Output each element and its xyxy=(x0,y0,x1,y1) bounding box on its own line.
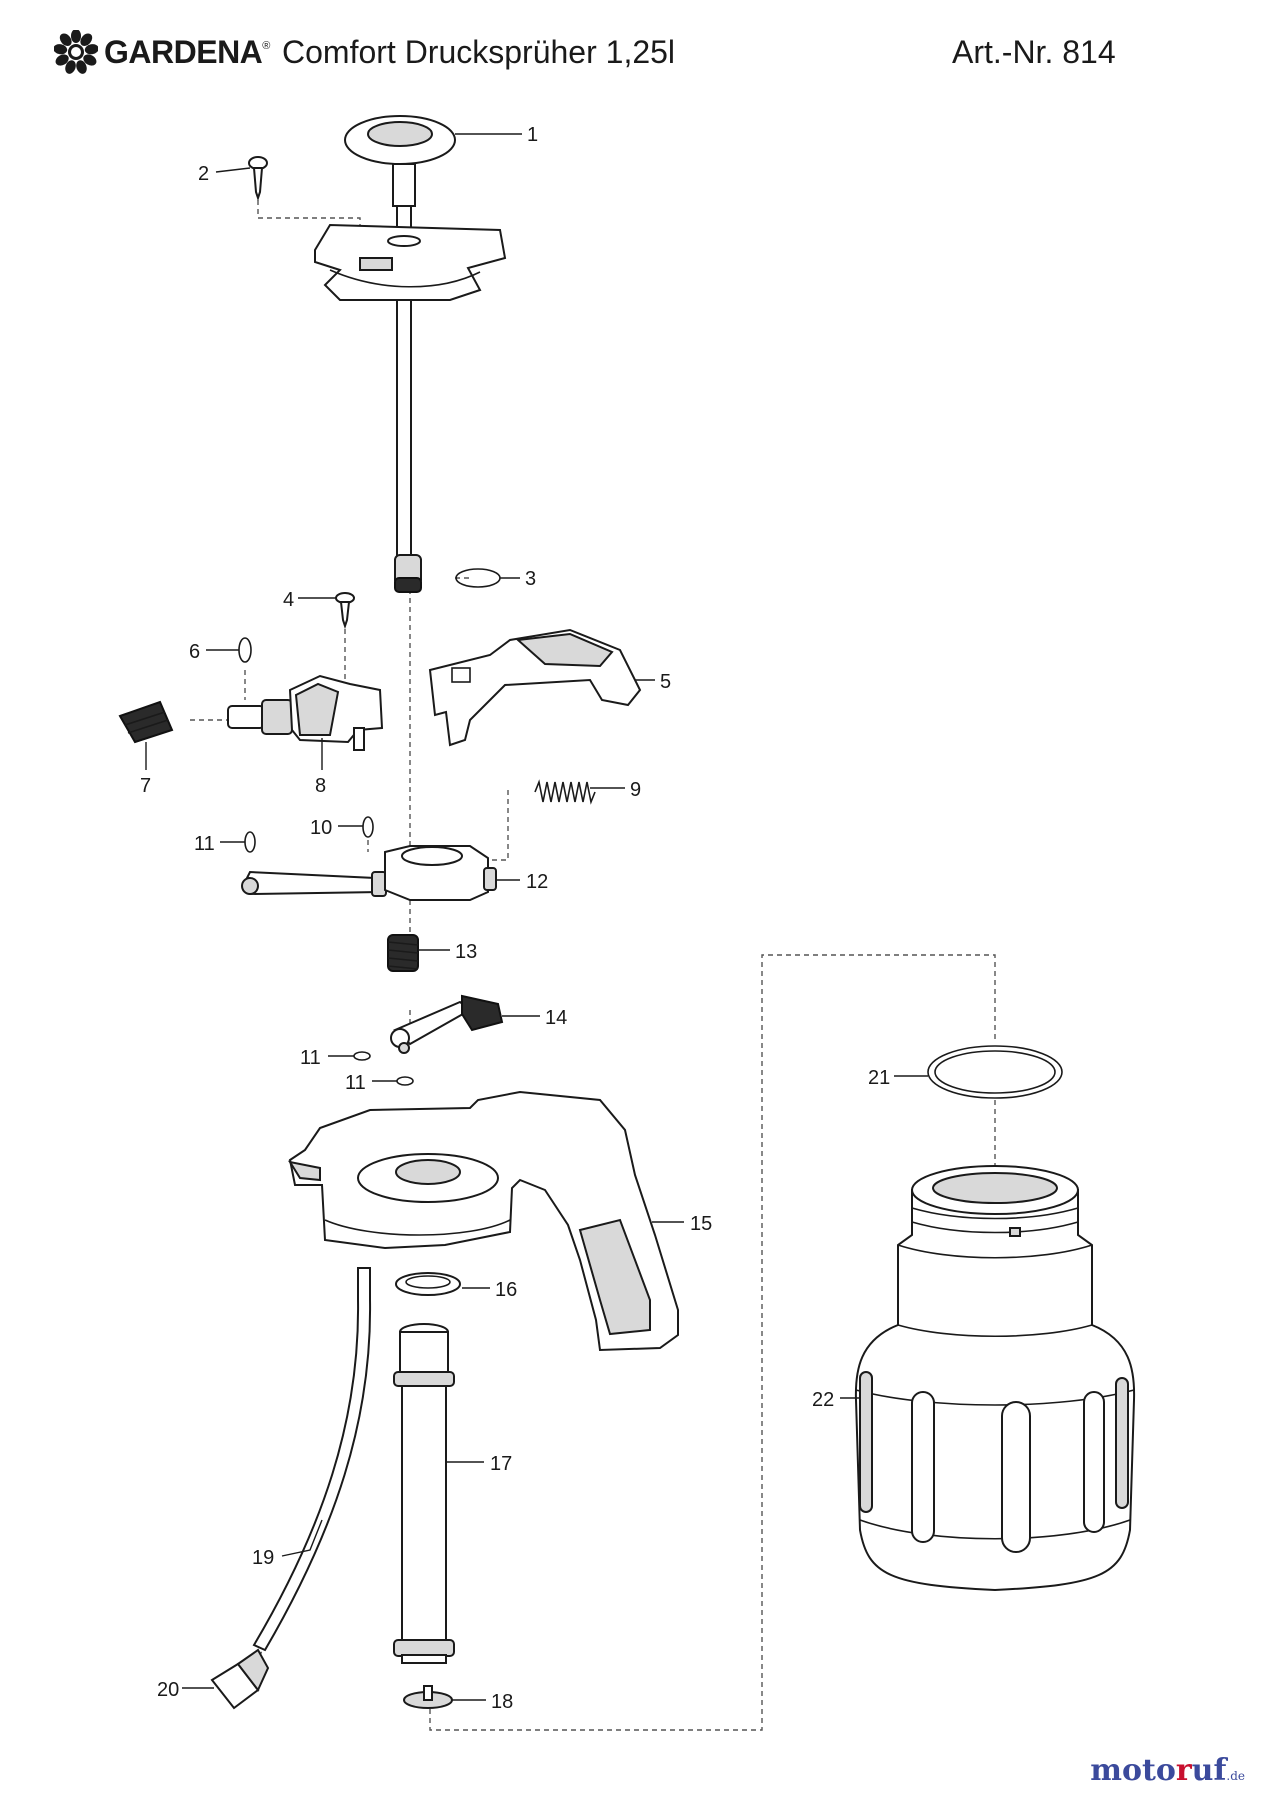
part-suction-hose xyxy=(252,1267,372,1652)
part-trigger-rod xyxy=(390,994,504,1054)
callout-13: 13 xyxy=(455,941,477,963)
part-spring-9 xyxy=(534,779,596,805)
callout-9: 9 xyxy=(630,779,641,801)
part-valve-disc xyxy=(403,1685,453,1709)
part-filter xyxy=(210,1648,270,1710)
part-screw-2 xyxy=(248,156,268,202)
callout-21: 21 xyxy=(868,1067,890,1089)
callout-20: 20 xyxy=(157,1679,179,1701)
callout-17: 17 xyxy=(490,1453,512,1475)
part-o-ring-10 xyxy=(362,816,374,838)
part-valve-body xyxy=(227,674,384,751)
watermark-logo: motoruf.de xyxy=(1090,1753,1245,1788)
watermark-text-a: moto xyxy=(1090,1753,1176,1788)
callout-3: 3 xyxy=(525,568,536,590)
callout-11b: 11 xyxy=(300,1047,321,1069)
callout-15: 15 xyxy=(690,1213,712,1235)
brand-name: GARDENA® xyxy=(104,34,270,70)
callout-22: 22 xyxy=(812,1389,834,1411)
watermark-text-c: uf xyxy=(1191,1753,1227,1788)
part-trigger-lever xyxy=(428,628,642,747)
article-number: Art.-Nr. 814 xyxy=(952,34,1116,70)
part-handle-housing xyxy=(287,1090,679,1352)
part-tank xyxy=(854,1165,1136,1592)
callout-6: 6 xyxy=(189,641,200,663)
part-seal-ring-16 xyxy=(395,1272,461,1296)
part-spring-13 xyxy=(387,934,419,972)
callout-1: 1 xyxy=(527,124,538,146)
callout-8: 8 xyxy=(315,775,326,797)
watermark-tld: .de xyxy=(1226,1769,1245,1783)
callout-11a: 11 xyxy=(194,833,215,855)
part-plunger-handle xyxy=(344,115,456,593)
callout-11c: 11 xyxy=(345,1072,366,1094)
part-o-ring-11b xyxy=(353,1051,371,1061)
part-nozzle-cap xyxy=(118,700,174,744)
part-o-ring-6 xyxy=(238,637,252,663)
callout-5: 5 xyxy=(660,671,671,693)
part-o-ring-3 xyxy=(455,568,501,588)
callout-7: 7 xyxy=(140,775,151,797)
product-title: Comfort Drucksprüher 1,25l xyxy=(282,34,676,70)
part-pump-cylinder xyxy=(393,1323,455,1664)
part-pump-lid xyxy=(314,223,507,301)
part-o-ring-11a xyxy=(244,831,256,853)
callout-14: 14 xyxy=(545,1007,567,1029)
callout-leader-lines xyxy=(145,133,928,1701)
gardena-flower-logo-icon xyxy=(54,30,98,74)
callout-16: 16 xyxy=(495,1279,517,1301)
registered-mark: ® xyxy=(262,40,270,52)
part-pump-housing xyxy=(241,845,497,901)
callout-12: 12 xyxy=(526,871,548,893)
callout-numbers: 1 2 3 4 5 6 7 8 9 10 11 12 13 14 11 11 2… xyxy=(140,124,890,1713)
part-screw-4 xyxy=(335,592,355,630)
watermark-text-b: r xyxy=(1175,1753,1192,1788)
part-tank-o-ring xyxy=(927,1045,1063,1099)
callout-4: 4 xyxy=(283,589,294,611)
callout-2: 2 xyxy=(198,163,209,185)
callout-10: 10 xyxy=(310,817,332,839)
callout-19: 19 xyxy=(252,1547,274,1569)
callout-18: 18 xyxy=(491,1691,513,1713)
page-header: GARDENA® Comfort Drucksprüher 1,25l Art.… xyxy=(0,0,1263,100)
part-o-ring-11c xyxy=(396,1076,414,1086)
